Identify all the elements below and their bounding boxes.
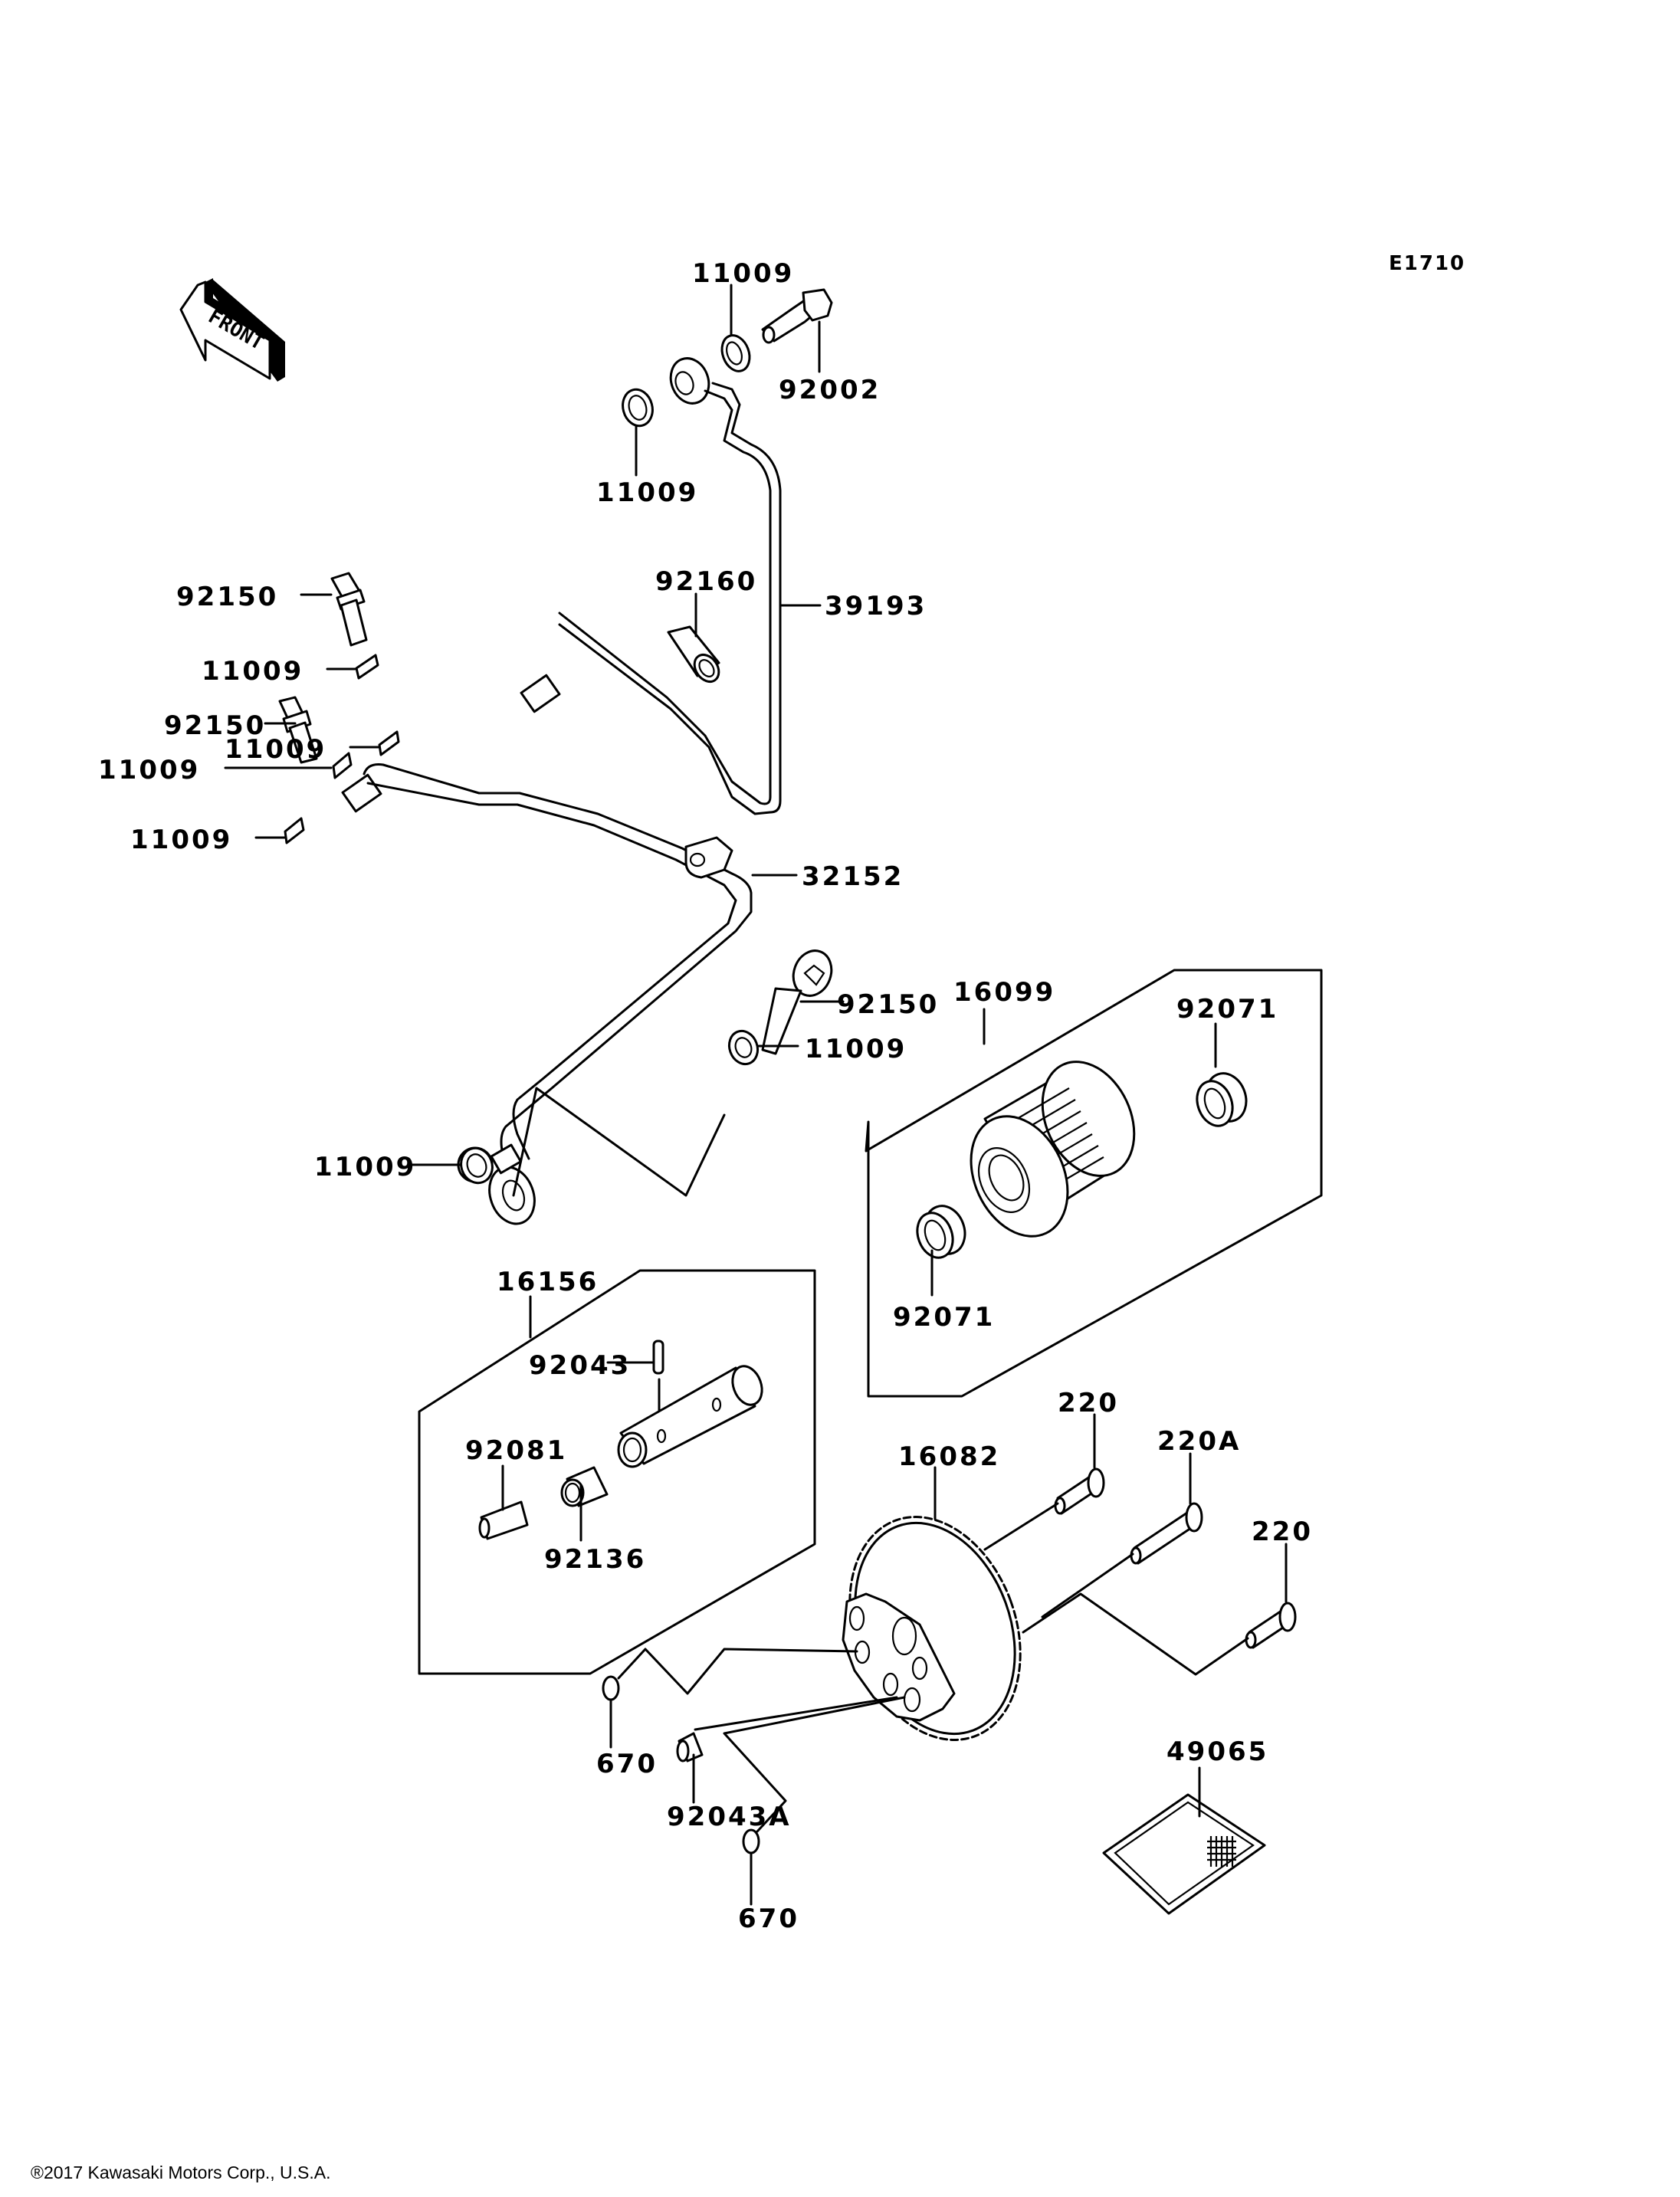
oil-pump-gear-icon	[842, 1516, 1022, 1741]
oil-filter-icon	[970, 1061, 1136, 1238]
o-ring-icon	[1196, 1072, 1248, 1127]
oil-strainer-icon	[1102, 1793, 1266, 1915]
front-arrow-icon: FRONT	[179, 278, 285, 382]
callout-pipe-lower: 32152	[802, 861, 904, 892]
callout-oring-left: 670	[596, 1749, 658, 1779]
callout-banjo-bolt-top: 92002	[779, 375, 881, 405]
pump-bolt-icon	[1054, 1467, 1105, 1515]
callout-washer-lower-left: 11009	[314, 1152, 416, 1182]
callout-oring-bottom: 670	[738, 1904, 799, 1934]
o-ring-icon	[602, 1675, 620, 1701]
reference-code: E1710	[1389, 252, 1465, 275]
callout-valve-spring: 92081	[465, 1435, 567, 1466]
pump-bolt-icon	[1245, 1602, 1297, 1649]
callout-filter-oring-top: 92071	[1176, 994, 1278, 1025]
callout-valve-pin: 92043	[529, 1350, 631, 1381]
callout-valve-collar: 92136	[544, 1544, 646, 1575]
callout-pump-assy: 16082	[898, 1441, 1000, 1472]
bolt-icon	[330, 572, 368, 647]
callout-washer-upper-4: 11009	[130, 825, 232, 855]
collar-icon	[560, 1466, 609, 1507]
valve-group-box	[418, 1269, 816, 1675]
o-ring-icon	[742, 1828, 760, 1854]
washer-icon	[720, 334, 751, 372]
filter-group-box	[865, 969, 1323, 1398]
bolt-icon	[761, 949, 833, 1055]
banjo-bolt-icon	[761, 288, 833, 344]
callout-filter-assy: 16099	[953, 977, 1055, 1008]
washer-icon	[332, 752, 353, 779]
valve-pin-icon	[652, 1340, 664, 1375]
callout-washer-upper-3: 11009	[98, 755, 200, 785]
callout-pump-dowel: 92043A	[667, 1802, 792, 1832]
o-ring-icon	[916, 1205, 966, 1259]
relief-valve-icon	[617, 1365, 763, 1468]
oil-pipe-upper-icon	[520, 357, 782, 815]
dowel-pin-icon	[676, 1732, 704, 1763]
oil-pipe-lower-icon	[341, 763, 753, 1225]
callout-pipe-upper: 39193	[825, 591, 927, 621]
bolt-icon	[278, 696, 318, 764]
spring-icon	[478, 1500, 529, 1540]
callout-washer-upper-1: 11009	[202, 656, 304, 687]
callout-strainer: 49065	[1166, 1736, 1268, 1767]
callout-valve-assy: 16156	[497, 1267, 599, 1297]
washer-icon	[460, 1146, 494, 1185]
callout-washer-upper-2: 11009	[225, 734, 326, 765]
washer-icon	[622, 388, 654, 428]
callout-pump-bolt-1: 220	[1058, 1388, 1119, 1418]
washer-icon	[355, 654, 379, 680]
callout-washer-top-left: 11009	[596, 477, 698, 508]
washer-icon	[378, 730, 400, 756]
copyright-notice: ®2017 Kawasaki Motors Corp., U.S.A.	[31, 2163, 331, 2182]
callout-washer-lower-right: 11009	[805, 1034, 907, 1064]
callout-pump-bolt-long: 220A	[1157, 1426, 1241, 1457]
collar-icon	[667, 625, 720, 684]
callout-bolt-upper-1: 92150	[176, 582, 278, 612]
callout-washer-top: 11009	[692, 258, 794, 289]
callout-bolt-lower: 92150	[837, 989, 939, 1020]
washer-icon	[284, 817, 305, 844]
callout-pump-bolt-2: 220	[1252, 1517, 1313, 1547]
callout-bolt-upper-2: 92150	[164, 710, 266, 741]
callout-collar: 92160	[655, 566, 757, 597]
washer-icon	[727, 1029, 760, 1066]
pump-bolt-long-icon	[1130, 1502, 1203, 1565]
callout-filter-oring-bottom: 92071	[893, 1302, 995, 1333]
